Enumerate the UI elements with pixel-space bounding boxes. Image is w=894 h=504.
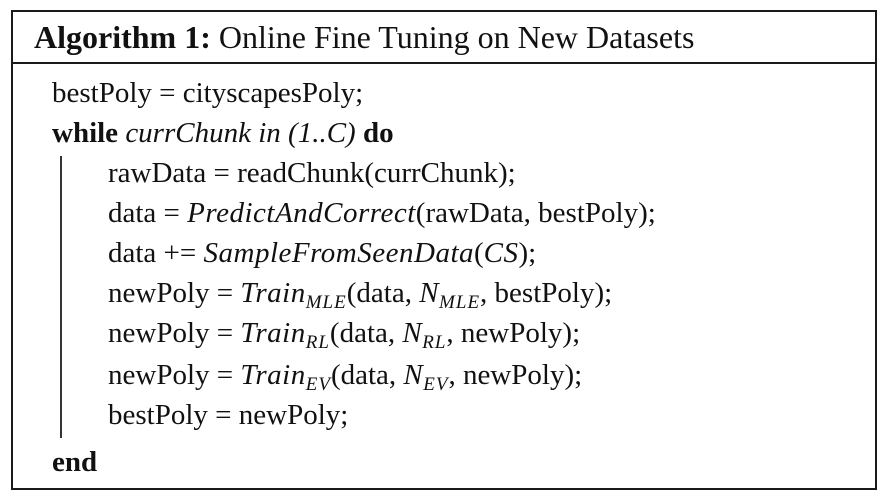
loop-indent-rule	[60, 156, 62, 438]
train-args-a: (data,	[330, 359, 404, 391]
line-end: end	[52, 444, 97, 480]
augment-data: data +=	[108, 237, 204, 269]
sample-args-open: (	[474, 237, 484, 269]
n-subscript: RL	[422, 332, 447, 353]
n-symbol: N	[403, 359, 424, 391]
line-sample-seen: data += SampleFromSeenData(CS);	[108, 235, 536, 271]
assign-data: data =	[108, 197, 188, 229]
train-subscript: EV	[305, 374, 331, 395]
while-condition-var: currChunk in	[125, 117, 281, 149]
line-while: while currChunk in (1..C) do	[52, 115, 394, 151]
sample-from-seen-data-fn: SampleFromSeenData	[203, 237, 474, 269]
while-condition-range: (1..C)	[288, 117, 356, 149]
train-args-b: , newPoly);	[446, 317, 581, 349]
algorithm-title: Online Fine Tuning on New Datasets	[218, 19, 695, 55]
sample-args-close: );	[518, 237, 537, 269]
train-fn: Train	[240, 359, 306, 391]
do-keyword: do	[362, 117, 394, 149]
algorithm-label: Algorithm 1:	[34, 19, 211, 55]
train-fn: Train	[240, 277, 306, 309]
train-args-a: (data,	[329, 317, 403, 349]
line-train-rl: newPoly = TrainRL(data, NRL, newPoly);	[108, 315, 581, 353]
init-statement: bestPoly = cityscapesPoly;	[52, 77, 364, 109]
end-keyword: end	[52, 446, 98, 478]
predict-args: (rawData, bestPoly);	[415, 197, 656, 229]
assign-newpoly: newPoly =	[108, 317, 241, 349]
n-subscript: EV	[423, 374, 449, 395]
train-fn: Train	[240, 317, 306, 349]
n-subscript: MLE	[439, 292, 481, 313]
train-subscript: RL	[305, 332, 330, 353]
line-predict-correct: data = PredictAndCorrect(rawData, bestPo…	[108, 195, 656, 231]
n-symbol: N	[419, 277, 440, 309]
while-keyword: while	[52, 117, 119, 149]
train-args-b: , bestPoly);	[480, 277, 613, 309]
read-chunk-statement: rawData = readChunk(currChunk);	[108, 157, 516, 189]
n-symbol: N	[402, 317, 423, 349]
algorithm-header: Algorithm 1: Online Fine Tuning on New D…	[13, 12, 875, 64]
assign-newpoly: newPoly =	[108, 277, 241, 309]
train-args-b: , newPoly);	[448, 359, 583, 391]
predict-and-correct-fn: PredictAndCorrect	[187, 197, 416, 229]
line-init: bestPoly = cityscapesPoly;	[52, 75, 363, 111]
line-train-mle: newPoly = TrainMLE(data, NMLE, bestPoly)…	[108, 275, 613, 313]
algorithm-box: Algorithm 1: Online Fine Tuning on New D…	[11, 10, 877, 490]
line-update-best: bestPoly = newPoly;	[108, 397, 348, 433]
train-args-a: (data,	[346, 277, 420, 309]
line-read-chunk: rawData = readChunk(currChunk);	[108, 155, 516, 191]
train-subscript: MLE	[305, 292, 347, 313]
sample-arg-cs: CS	[483, 237, 519, 269]
update-best-statement: bestPoly = newPoly;	[108, 399, 349, 431]
line-train-ev: newPoly = TrainEV(data, NEV, newPoly);	[108, 357, 583, 395]
assign-newpoly: newPoly =	[108, 359, 241, 391]
